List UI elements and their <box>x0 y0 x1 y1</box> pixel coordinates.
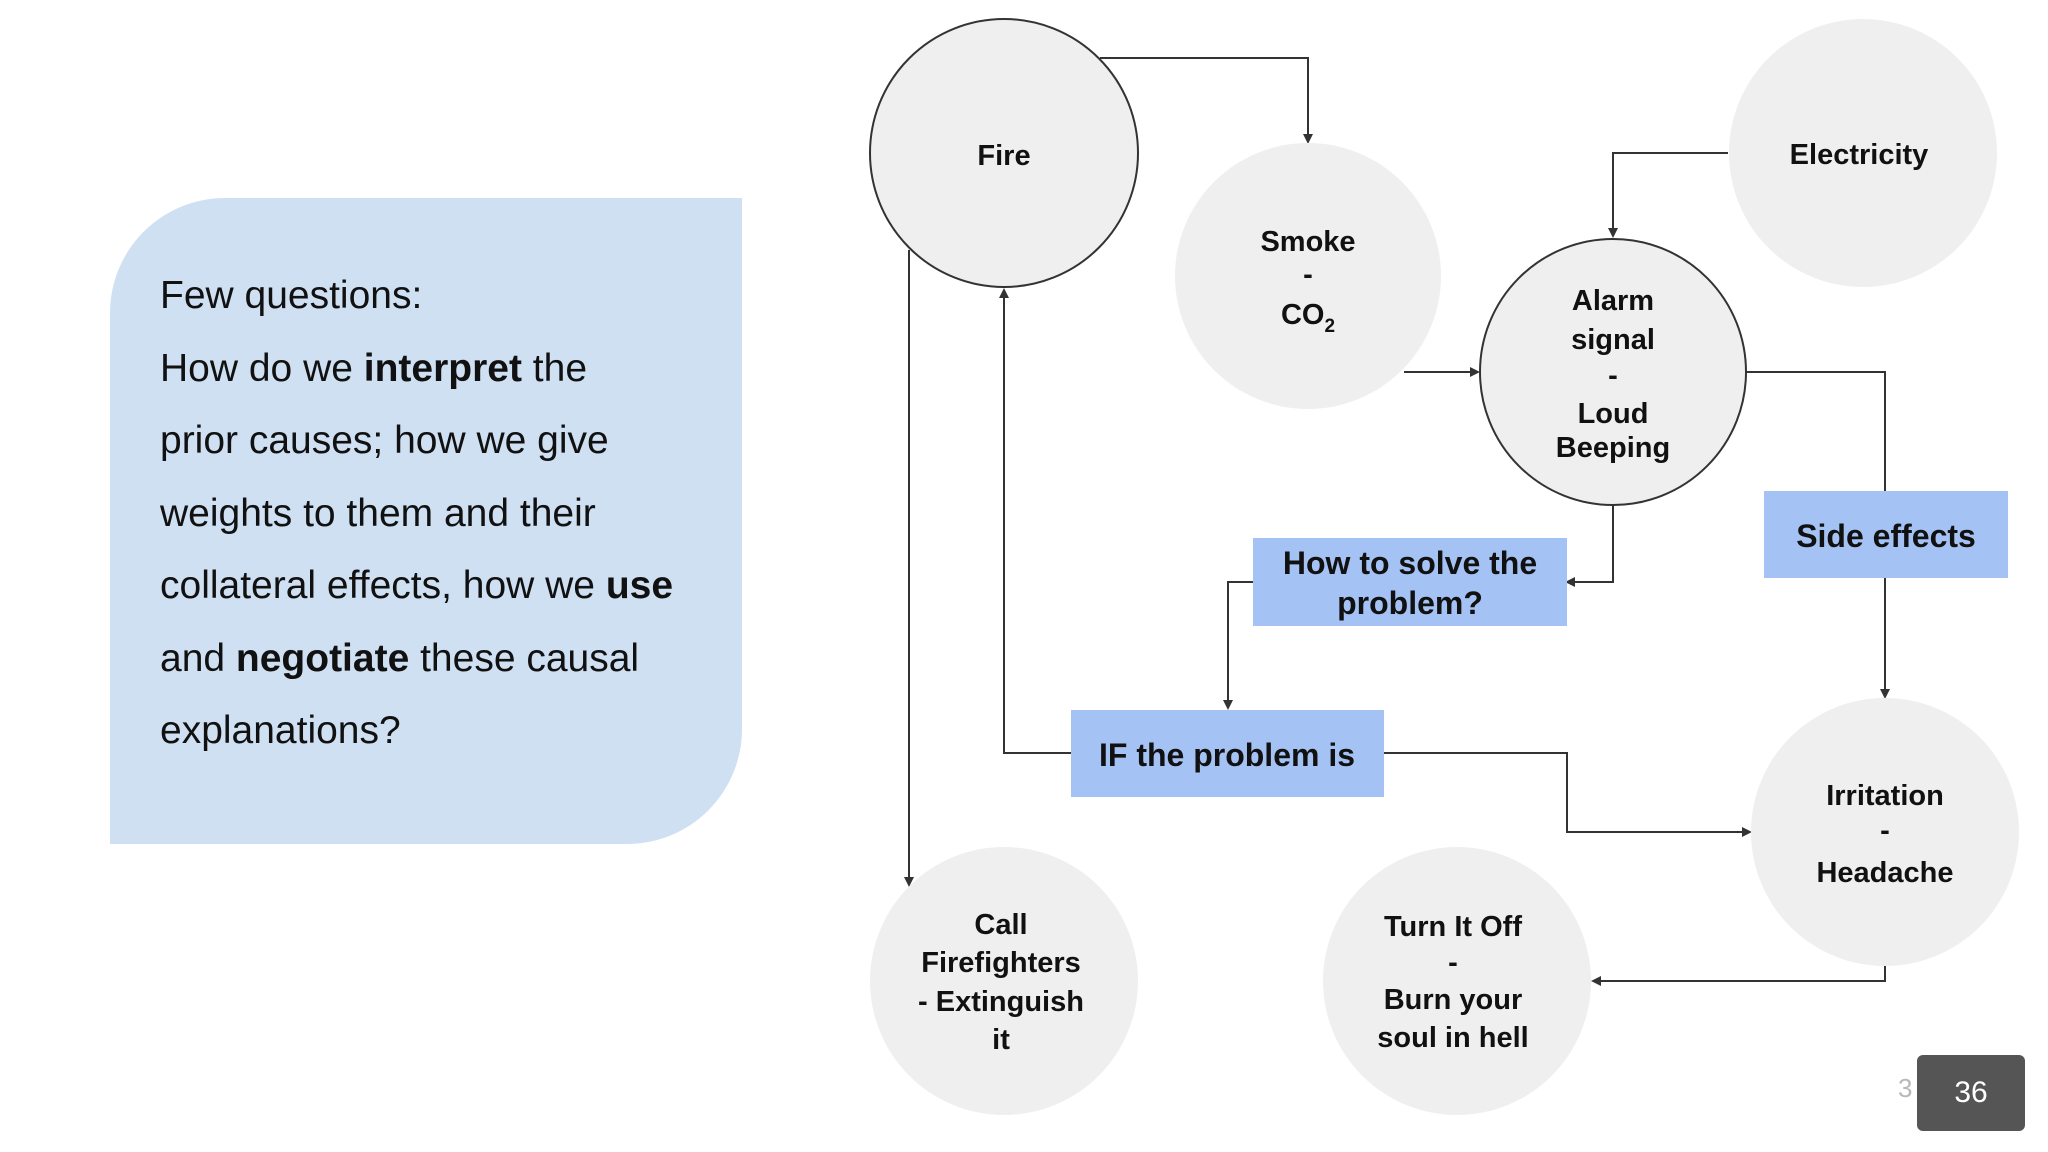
smoke-circle <box>1175 143 1441 409</box>
connector-solve-if <box>1223 581 1253 710</box>
label-line: Burn your <box>1384 984 1523 1016</box>
fire-circle <box>869 18 1139 288</box>
co2-subscript: 2 <box>1324 316 1335 337</box>
turnoff-label: Turn It Off - Burn your soul in hell <box>1377 911 1528 1054</box>
question-line: collateral effects, how we use <box>160 550 702 623</box>
how-to-solve-rect <box>1253 538 1567 626</box>
question-text: these causal <box>409 636 640 680</box>
question-emphasis: negotiate <box>235 636 410 680</box>
connector-if-irritation <box>1384 752 1752 837</box>
label-line: Call <box>974 909 1027 941</box>
node-turn-it-off: Turn It Off - Burn your soul in hell <box>1323 847 1591 1115</box>
label-line: Side effects <box>1796 518 1976 554</box>
question-line: and negotiate these causal <box>160 623 702 696</box>
label-line: Loud <box>1578 398 1649 430</box>
connector-alarm-side-effects <box>1746 371 1886 492</box>
label-line: soul in hell <box>1377 1022 1528 1054</box>
label-line: Smoke <box>1260 226 1355 258</box>
side-effects-label: Side effects <box>1796 518 1976 554</box>
question-text: the <box>521 346 588 390</box>
label-line: - Extinguish <box>918 986 1084 1018</box>
question-text: Few questions: <box>160 274 423 317</box>
question-line: weights to them and their <box>160 478 702 551</box>
box-side-effects: Side effects <box>1764 491 2008 578</box>
page-number-ghost: 3 <box>1898 1073 1913 1103</box>
question-emphasis: use <box>605 564 674 607</box>
connector-if-fire <box>999 288 1071 754</box>
question-text: How do we <box>160 346 364 390</box>
question-line: prior causes; how we give <box>160 405 702 478</box>
alarm-circle <box>1479 238 1747 506</box>
label-line: - <box>1303 259 1313 291</box>
node-smoke: Smoke- CO2 <box>1175 143 1441 409</box>
electricity-label: Electricity <box>1790 139 1929 171</box>
question-line: How do we interpret the <box>160 333 702 406</box>
question-line: Few questions: <box>160 260 702 333</box>
label-line: How to solve the <box>1283 545 1537 581</box>
if-problem-label: IF the problem is <box>1099 737 1355 773</box>
label-line: Irritation <box>1826 780 1944 812</box>
label-line: it <box>992 1024 1010 1056</box>
smoke-label: Smoke- CO2 <box>1260 226 1355 337</box>
question-text: weights to them and their <box>160 491 596 535</box>
label-line: Alarm <box>1572 285 1654 317</box>
irritation-circle <box>1751 698 2019 966</box>
node-electricity: Electricity <box>1729 19 1997 287</box>
irritation-label: Irritation- Headache <box>1816 780 1953 889</box>
side-effects-rect <box>1764 491 2008 578</box>
if-problem-rect <box>1071 710 1384 797</box>
node-fire: Fire <box>869 18 1139 288</box>
connector-irritation-turnoff <box>1591 966 1886 986</box>
label-line: problem? <box>1337 585 1483 621</box>
question-text: and <box>160 636 236 680</box>
questions-panel: Few questions: How do we interpret the pri… <box>110 198 742 844</box>
how-to-solve-label: How to solve the problem? <box>1283 545 1537 621</box>
label-line: Electricity <box>1790 139 1929 171</box>
page-number-badge: 36 <box>1917 1055 2025 1131</box>
call-circle <box>870 847 1138 1115</box>
question-text: prior causes; how we give <box>160 419 609 462</box>
label-line: Firefighters <box>921 947 1081 979</box>
label-line: signal <box>1571 324 1655 356</box>
question-line: explanations? <box>160 695 702 768</box>
connector-fire-smoke <box>1100 57 1313 144</box>
turnoff-circle <box>1323 847 1591 1115</box>
electricity-circle <box>1729 19 1997 287</box>
connector-alarm-solve <box>1565 505 1614 587</box>
co2-formula: CO <box>1281 299 1325 331</box>
questions-text: Few questions: How do we interpret the pri… <box>160 260 702 768</box>
node-irritation: Irritation- Headache <box>1751 698 2019 966</box>
label-line: Headache <box>1816 857 1953 889</box>
fire-label: Fire <box>977 140 1030 172</box>
label-line: Beeping <box>1556 432 1670 464</box>
page-number: 36 <box>1954 1076 1988 1109</box>
label-line: IF the problem is <box>1099 737 1355 773</box>
label-line: Turn It Off <box>1384 911 1522 943</box>
box-if-problem: IF the problem is <box>1071 710 1384 797</box>
label-line: - <box>1448 947 1458 979</box>
question-text: explanations? <box>160 709 401 752</box>
box-how-to-solve: How to solve the problem? <box>1253 538 1567 626</box>
label-line: - <box>1880 815 1890 847</box>
connector-electricity-alarm <box>1608 152 1728 238</box>
label-line: Fire <box>977 140 1030 172</box>
label-line: - <box>1608 360 1618 392</box>
question-text: collateral effects, how we <box>160 564 606 607</box>
question-emphasis: interpret <box>363 346 522 390</box>
connectors <box>904 57 1890 986</box>
